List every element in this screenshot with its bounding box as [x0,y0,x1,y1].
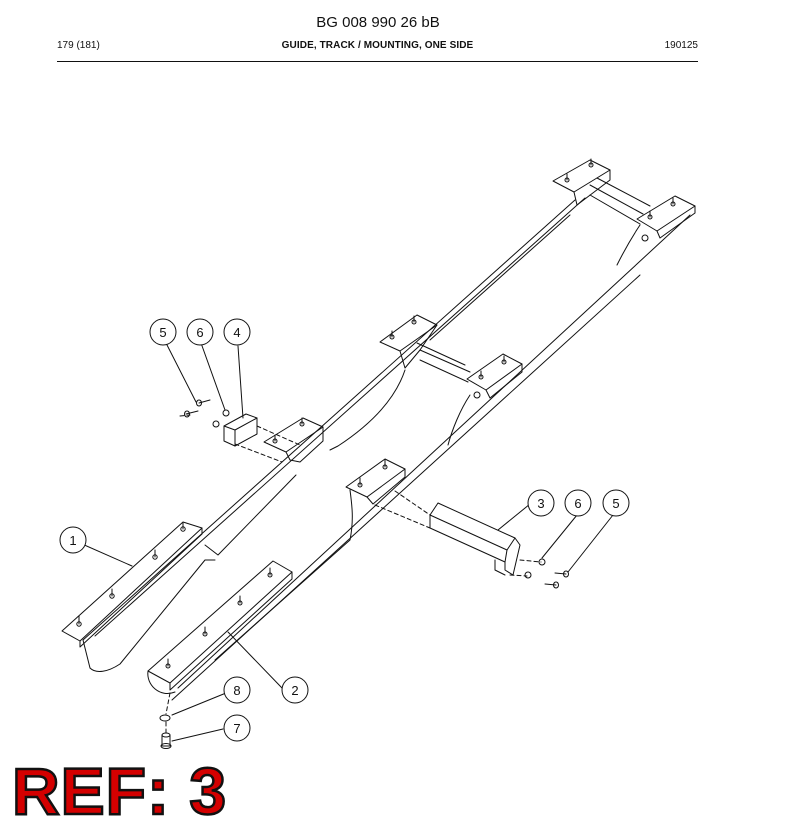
header-divider [57,61,698,62]
svg-text:6: 6 [196,325,203,340]
svg-text:5: 5 [612,496,619,511]
svg-text:5: 5 [159,325,166,340]
page-header: 179 (181) GUIDE, TRACK / MOUNTING, ONE S… [57,40,698,56]
document-number: BG 008 990 26 bB [316,14,440,31]
svg-text:8: 8 [233,683,240,698]
callout-2: 2 [281,676,309,704]
svg-text:3: 3 [537,496,544,511]
rail-1 [61,158,611,672]
assembly-lines [165,414,542,734]
svg-text:7: 7 [233,721,240,736]
rail-2 [147,195,696,701]
callout-7: 7 [223,714,251,742]
callout-6-right: 6 [564,489,592,517]
svg-text:1: 1 [69,533,76,548]
callout-4: 4 [223,318,251,346]
callout-5-right: 5 [602,489,630,517]
leader-lines [72,342,614,742]
date-code: 190125 [664,40,698,51]
callout-balloons: 1 2 3 4 5 5 6 6 [59,318,630,742]
callout-3: 3 [527,489,555,517]
ref-badge: REF: 3 [11,754,228,828]
svg-text:6: 6 [574,496,581,511]
callout-6-left: 6 [186,318,214,346]
page-title: GUIDE, TRACK / MOUNTING, ONE SIDE [281,40,474,51]
callout-5-left: 5 [149,318,177,346]
page-number: 179 (181) [57,40,100,51]
callout-8: 8 [223,676,251,704]
cross-members [416,177,651,383]
callout-1: 1 [59,526,87,554]
bracket-4-assembly [184,399,258,447]
svg-text:2: 2 [291,683,298,698]
svg-text:4: 4 [233,325,240,340]
bracket-3-assembly [429,502,569,589]
